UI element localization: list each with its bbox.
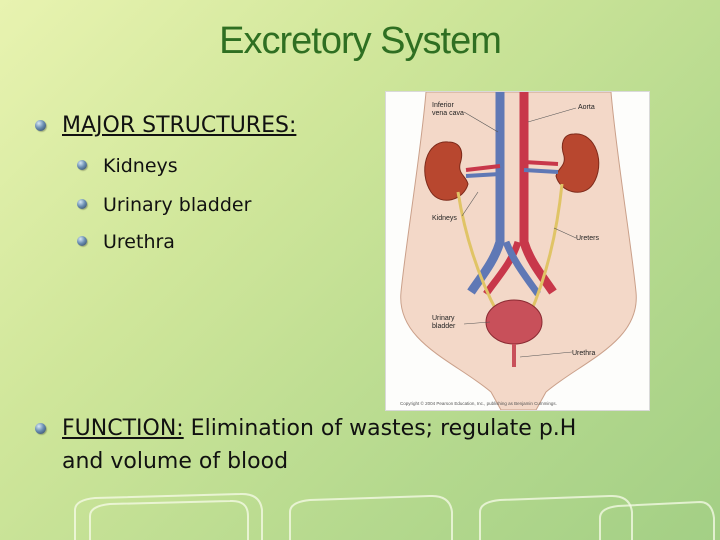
structure-item-kidneys: Kidneys: [103, 155, 178, 177]
bladder-shape: [485, 299, 543, 345]
structure-item-urinary-bladder: Urinary bladder: [103, 194, 252, 216]
decor-arc: [89, 499, 249, 540]
label-urinary-bladder-1: Urinary: [432, 315, 455, 322]
left-kidney-shape: [424, 141, 469, 201]
function-line-1: FUNCTION: Elimination of wastes; regulat…: [62, 416, 576, 441]
leader-line: [463, 111, 499, 133]
right-ureter: [528, 183, 564, 315]
renal-vein-left: [465, 172, 501, 178]
sub-bullet-icon: [77, 236, 87, 246]
label-ureters: Ureters: [576, 235, 599, 242]
decorative-bottom-pattern: [74, 492, 715, 540]
leader-line: [519, 351, 573, 358]
label-urinary-bladder-2: bladder: [432, 323, 456, 330]
leader-line: [553, 227, 577, 239]
figure-copyright: Copyright © 2004 Pearson Education, Inc.…: [400, 400, 557, 406]
sub-bullet-icon: [77, 160, 87, 170]
left-ureter: [456, 191, 500, 315]
torso-silhouette: [400, 91, 637, 411]
label-aorta: Aorta: [578, 104, 595, 111]
renal-vein-right: [523, 168, 559, 174]
bullet-icon: [35, 120, 46, 131]
decor-arc: [74, 492, 263, 540]
bullet-icon: [35, 423, 46, 434]
excretory-anatomy-illustration: Inferior vena cava Aorta Kidneys Ureters…: [400, 91, 637, 411]
function-heading: FUNCTION:: [62, 416, 184, 441]
iliac-artery: [483, 240, 522, 297]
iliac-vein: [502, 240, 541, 297]
sub-bullet-icon: [77, 199, 87, 209]
label-inferior-vena-cava-1: Inferior: [432, 102, 454, 109]
slide-title: Excretory System: [219, 20, 502, 62]
function-line-2: and volume of blood: [62, 449, 289, 474]
leader-line: [527, 107, 577, 123]
renal-artery-left: [465, 164, 501, 172]
decor-arc: [289, 494, 453, 540]
excretory-system-figure: Inferior vena cava Aorta Kidneys Ureters…: [385, 91, 650, 411]
structure-item-urethra: Urethra: [103, 231, 175, 253]
label-kidneys: Kidneys: [432, 215, 457, 222]
aorta-vessel: [519, 92, 557, 295]
major-structures-heading: MAJOR STRUCTURES:: [62, 113, 297, 138]
leader-line: [461, 191, 479, 217]
vena-cava-vessel: [467, 92, 505, 295]
function-text: Elimination of wastes; regulate p.H: [183, 416, 577, 441]
right-kidney-shape: [555, 133, 600, 193]
decor-arc: [599, 500, 715, 540]
renal-artery-right: [523, 160, 559, 166]
label-urethra: Urethra: [572, 350, 595, 357]
leader-line: [463, 321, 491, 325]
decor-arc: [479, 494, 633, 540]
label-inferior-vena-cava-2: vena cava: [432, 110, 464, 117]
